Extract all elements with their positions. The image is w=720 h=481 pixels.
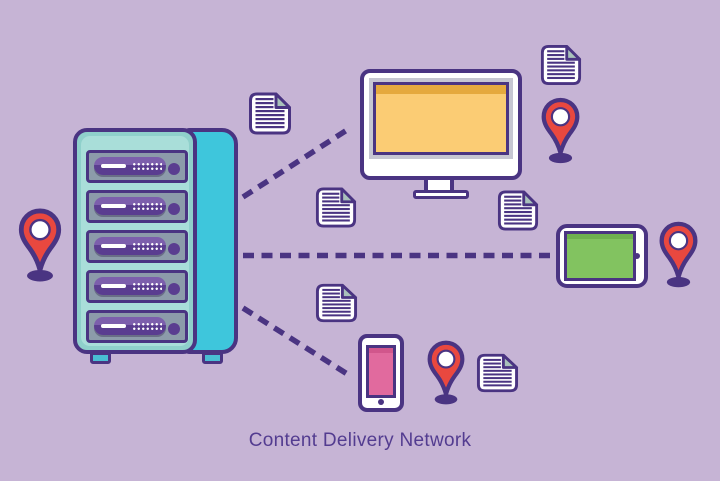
server-slot-bar: [94, 237, 166, 255]
smartphone-icon: [358, 334, 404, 412]
document-icon: [540, 44, 582, 86]
tablet-home-button: [634, 253, 640, 259]
location-pin-icon: [539, 96, 582, 165]
phone-home-button: [378, 399, 384, 405]
desktop-monitor-icon: [360, 69, 522, 199]
server-slot-bar: [94, 157, 166, 175]
location-pin-icon: [424, 339, 468, 406]
location-pin-icon: [16, 206, 64, 284]
tablet-icon: [556, 224, 648, 288]
server-slot-bar: [94, 317, 166, 335]
phone-screen: [366, 345, 396, 398]
server-slot-light-bar: [101, 284, 126, 288]
caption-text: Content Delivery Network: [248, 430, 472, 451]
server-slot-light-bar: [101, 164, 126, 168]
server-slot-led: [168, 323, 180, 335]
server-slot-vents: [132, 162, 162, 171]
server-slot-led: [168, 283, 180, 295]
server-slot-led: [168, 243, 180, 255]
server-slot-vents: [132, 282, 162, 291]
location-pin-icon: [656, 220, 701, 289]
server-slot-vents: [132, 242, 162, 251]
server-front-panel: [73, 128, 197, 354]
server-slot-light-bar: [101, 324, 126, 328]
server-slot-light-bar: [101, 244, 126, 248]
server-slot: [86, 150, 188, 183]
server-slot: [86, 230, 188, 263]
monitor-screen: [373, 82, 509, 155]
server-slot-light-bar: [101, 204, 126, 208]
server-slot: [86, 270, 188, 303]
server-slot: [86, 310, 188, 343]
monitor-stand-base: [413, 190, 469, 199]
server-slot-vents: [132, 202, 162, 211]
monitor-bezel: [369, 78, 513, 159]
server-slot-bar: [94, 277, 166, 295]
document-icon: [315, 186, 357, 229]
document-icon: [315, 283, 358, 323]
server-slot: [86, 190, 188, 223]
monitor-body: [360, 69, 522, 180]
document-icon: [497, 189, 539, 232]
server-slot-led: [168, 203, 180, 215]
tablet-screen: [564, 231, 636, 281]
server-foot: [202, 352, 223, 364]
server-slot-bar: [94, 197, 166, 215]
server-slot-led: [168, 163, 180, 175]
document-icon: [248, 91, 292, 136]
document-icon: [476, 353, 519, 393]
server-rack-icon: [73, 128, 238, 368]
server-slot-vents: [132, 322, 162, 331]
